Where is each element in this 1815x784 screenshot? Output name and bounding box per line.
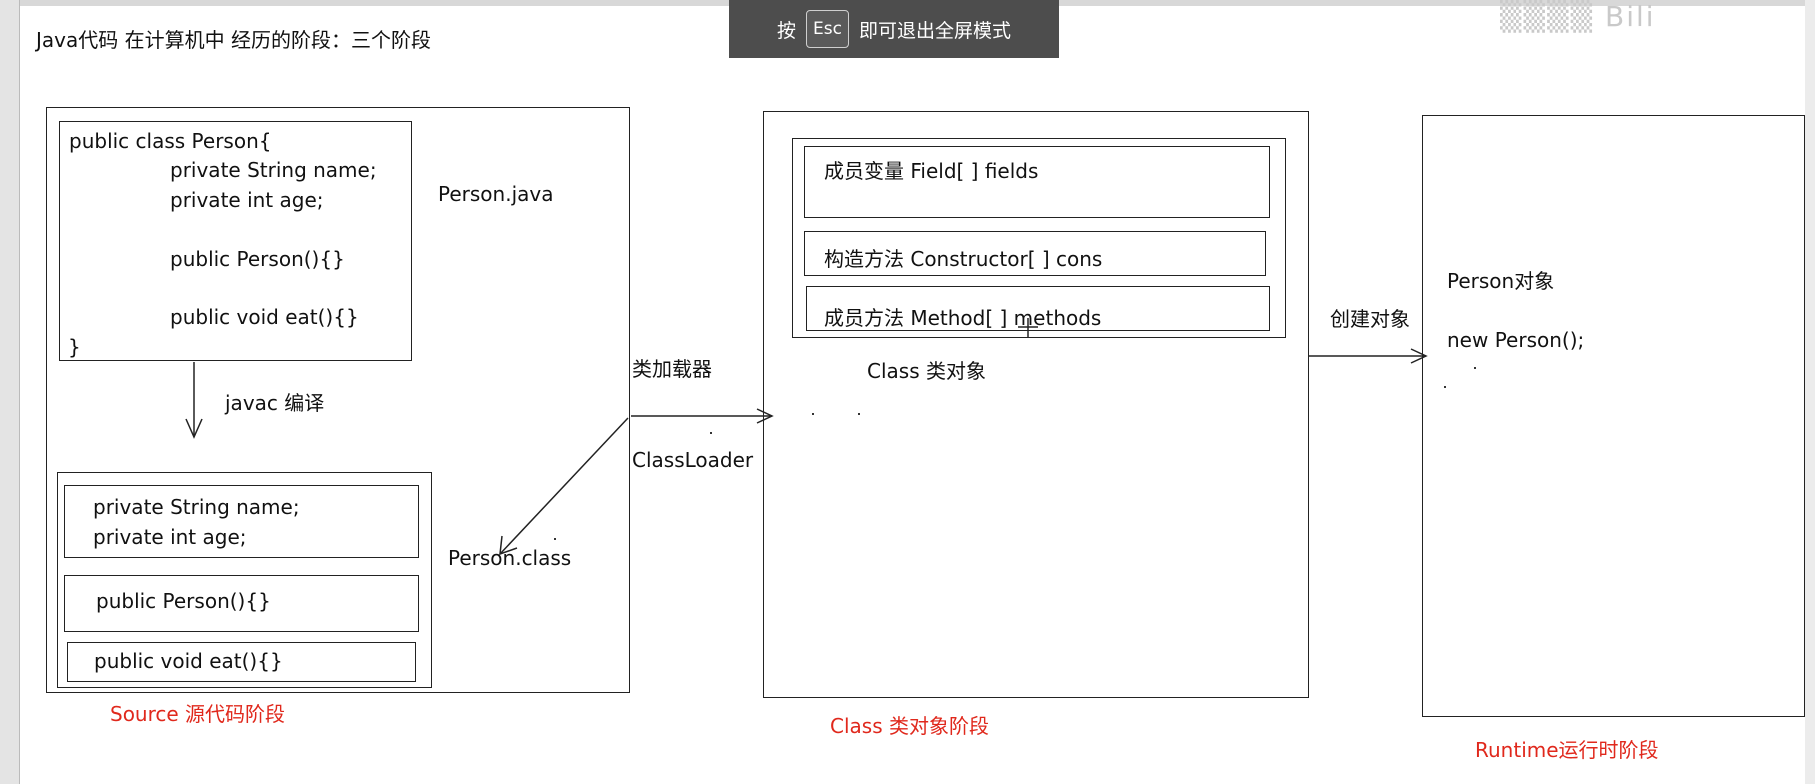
code-line-name-field: private String name;: [170, 158, 377, 182]
class-stage-frame: [763, 111, 1309, 698]
new-person-expression: new Person();: [1447, 328, 1585, 352]
person-object-title: Person对象: [1447, 269, 1555, 293]
source-stage-label: Source 源代码阶段: [110, 702, 286, 726]
class-loader-en-label: ClassLoader: [632, 448, 754, 472]
class-loader-arrow-head: [756, 408, 774, 424]
class-stage-label: Class 类对象阶段: [830, 714, 989, 738]
right-edge-strip: [1805, 0, 1815, 784]
esc-key-badge[interactable]: Esc: [806, 10, 849, 48]
class-constructor-text: public Person(){}: [96, 589, 271, 613]
pen-dot: [812, 413, 814, 415]
class-constructor-box: [64, 575, 419, 632]
code-line-close-brace: }: [68, 335, 81, 359]
method-array-box: [806, 286, 1270, 331]
watermark: ▒▒▒▒ Bili: [1500, 0, 1656, 33]
source-stage-frame: [46, 107, 630, 693]
code-line-age-field: private int age;: [170, 188, 324, 212]
pen-dot: [1474, 367, 1476, 369]
method-array-text: 成员方法 Method[ ] methods: [824, 306, 1102, 330]
runtime-stage-label: Runtime运行时阶段: [1475, 738, 1659, 762]
left-edge-strip: [0, 0, 20, 784]
class-field-age: private int age;: [93, 525, 247, 549]
class-object-label: Class 类对象: [867, 359, 986, 383]
banner-suffix: 即可退出全屏模式: [858, 19, 1011, 42]
class-fields-box: [64, 485, 419, 558]
person-class-label: Person.class: [448, 546, 572, 570]
person-class-pointer-head: [499, 535, 518, 556]
class-object-box: [792, 138, 1286, 338]
class-method-text: public void eat(){}: [94, 649, 283, 673]
javac-compile-label: javac 编译: [225, 391, 325, 415]
fullscreen-exit-banner: 按 Esc 即可退出全屏模式: [729, 0, 1059, 58]
constructor-array-box: [804, 231, 1266, 276]
constructor-array-text: 构造方法 Constructor[ ] cons: [824, 247, 1103, 271]
banner-prefix: 按: [777, 19, 797, 42]
create-object-label: 创建对象: [1330, 307, 1410, 331]
code-line-method: public void eat(){}: [170, 305, 359, 329]
pen-dot: [858, 413, 860, 415]
field-array-box: [804, 146, 1270, 218]
class-loader-cn-label: 类加载器: [632, 357, 712, 381]
compile-arrow-head: [185, 418, 203, 439]
code-line-constructor: public Person(){}: [170, 247, 345, 271]
diagram-title: Java代码 在计算机中 经历的阶段：三个阶段: [36, 28, 431, 52]
person-class-file-box: [57, 472, 432, 688]
code-line-class: public class Person{: [69, 129, 272, 153]
field-array-text: 成员变量 Field[ ] fields: [824, 159, 1039, 183]
person-java-label: Person.java: [438, 182, 554, 206]
pen-dot: [1444, 386, 1446, 388]
pen-dot: [710, 432, 712, 434]
class-field-name: private String name;: [93, 495, 300, 519]
runtime-stage-frame: [1422, 115, 1805, 717]
pen-dot: [554, 538, 556, 540]
class-method-box: [67, 642, 416, 682]
create-object-arrow-head: [1410, 348, 1428, 364]
person-java-code-box: [59, 121, 412, 361]
person-class-pointer-line: [499, 417, 629, 555]
